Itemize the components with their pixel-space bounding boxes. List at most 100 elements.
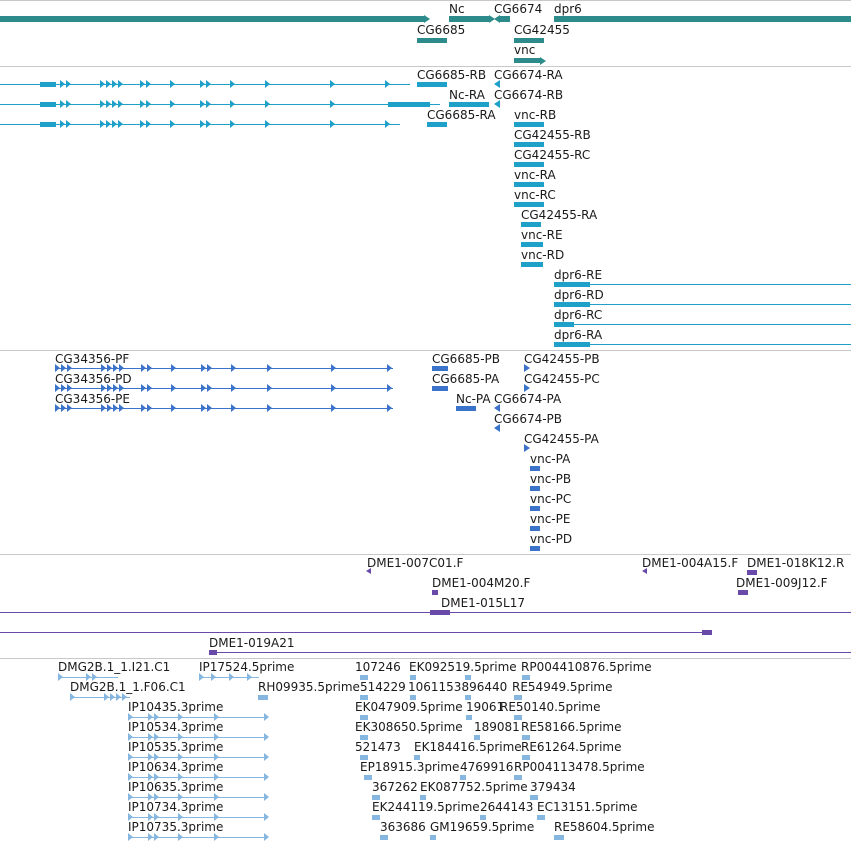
- exon-arrow-icons: [128, 733, 269, 741]
- transcript-feature[interactable]: [554, 302, 590, 307]
- transcript-line[interactable]: [590, 344, 851, 345]
- transcript-feature[interactable]: [521, 222, 541, 227]
- protein-line[interactable]: [55, 368, 393, 369]
- transcript-line[interactable]: [574, 324, 851, 325]
- strand-arrow-icon[interactable]: [642, 568, 647, 574]
- clone-label: DME1-004M20.F: [432, 576, 531, 590]
- strand-arrow-icon[interactable]: [494, 80, 500, 88]
- transcript-feature[interactable]: [514, 142, 544, 147]
- transcript-feature[interactable]: [427, 122, 447, 127]
- gene-feature-nc[interactable]: [449, 16, 489, 22]
- transcript-line[interactable]: [0, 84, 410, 85]
- gene-feature-cg6674[interactable]: [500, 16, 510, 22]
- protein-feature[interactable]: [530, 466, 540, 471]
- est-line[interactable]: [70, 697, 130, 698]
- est-feature[interactable]: [480, 815, 486, 820]
- transcript-feature[interactable]: [417, 82, 447, 87]
- est-line[interactable]: [128, 757, 268, 758]
- clone-line[interactable]: [0, 612, 851, 613]
- clone-feature[interactable]: [432, 590, 438, 595]
- gene-feature-vnc[interactable]: [514, 58, 540, 63]
- est-line[interactable]: [128, 777, 268, 778]
- est-feature[interactable]: [380, 835, 388, 840]
- est-line[interactable]: [128, 797, 268, 798]
- est-feature[interactable]: [537, 815, 545, 820]
- est-feature[interactable]: [522, 735, 530, 740]
- est-feature[interactable]: [522, 675, 530, 680]
- transcript-feature[interactable]: [514, 182, 544, 187]
- est-feature[interactable]: [410, 695, 416, 700]
- transcript-feature[interactable]: [554, 282, 590, 287]
- est-feature[interactable]: [474, 735, 480, 740]
- protein-feature[interactable]: [456, 406, 476, 411]
- protein-feature[interactable]: [530, 486, 540, 491]
- transcript-feature[interactable]: [521, 262, 543, 267]
- strand-arrow-icon[interactable]: [524, 444, 530, 452]
- protein-line[interactable]: [55, 388, 393, 389]
- transcript-feature[interactable]: [521, 242, 543, 247]
- est-feature[interactable]: [360, 735, 368, 740]
- clone-feature[interactable]: [209, 650, 217, 655]
- est-feature[interactable]: [414, 755, 420, 760]
- protein-line[interactable]: [55, 408, 393, 409]
- transcript-line[interactable]: [0, 104, 440, 105]
- est-feature[interactable]: [514, 695, 522, 700]
- est-feature[interactable]: [364, 775, 372, 780]
- est-feature[interactable]: [258, 695, 268, 700]
- est-line[interactable]: [128, 737, 268, 738]
- est-feature[interactable]: [554, 835, 564, 840]
- est-label: EK092519.5prime: [409, 660, 517, 674]
- est-feature[interactable]: [514, 775, 522, 780]
- est-feature[interactable]: [410, 675, 416, 680]
- clone-line[interactable]: [217, 652, 851, 653]
- strand-arrow-icon[interactable]: [524, 384, 530, 392]
- protein-feature[interactable]: [530, 526, 540, 531]
- est-feature[interactable]: [514, 715, 522, 720]
- protein-feature[interactable]: [432, 366, 448, 371]
- transcript-feature[interactable]: [514, 162, 544, 167]
- est-line[interactable]: [128, 717, 268, 718]
- transcript-feature[interactable]: [514, 202, 544, 207]
- est-feature[interactable]: [372, 795, 380, 800]
- est-feature[interactable]: [360, 755, 368, 760]
- gene-feature-bar[interactable]: [0, 16, 424, 22]
- protein-feature[interactable]: [530, 546, 540, 551]
- transcript-feature[interactable]: [514, 122, 544, 127]
- gene-feature-cg6685[interactable]: [417, 38, 447, 43]
- est-label: EK308650.5prime: [355, 720, 463, 734]
- est-feature[interactable]: [372, 815, 380, 820]
- gene-feature-cg42455[interactable]: [514, 38, 544, 43]
- est-line[interactable]: [128, 837, 268, 838]
- strand-arrow-icon[interactable]: [494, 424, 500, 432]
- est-feature[interactable]: [465, 675, 471, 680]
- est-feature[interactable]: [430, 835, 436, 840]
- transcript-line[interactable]: [590, 284, 851, 285]
- strand-arrow-icon[interactable]: [524, 364, 530, 372]
- est-feature[interactable]: [522, 755, 530, 760]
- est-feature[interactable]: [460, 775, 466, 780]
- transcript-feature[interactable]: [554, 322, 574, 327]
- clone-line[interactable]: [0, 632, 706, 633]
- strand-arrow-icon[interactable]: [494, 100, 500, 108]
- clone-feature[interactable]: [702, 630, 712, 635]
- est-feature[interactable]: [530, 795, 538, 800]
- est-feature[interactable]: [465, 695, 471, 700]
- gene-feature-dpr6[interactable]: [554, 16, 851, 22]
- est-feature[interactable]: [420, 795, 426, 800]
- clone-feature[interactable]: [747, 570, 757, 575]
- transcript-feature[interactable]: [449, 102, 489, 107]
- transcript-line[interactable]: [590, 304, 851, 305]
- est-feature[interactable]: [360, 715, 368, 720]
- est-feature[interactable]: [360, 675, 368, 680]
- track-separator: [0, 66, 851, 67]
- clone-feature[interactable]: [430, 610, 450, 615]
- protein-feature[interactable]: [530, 506, 540, 511]
- strand-arrow-icon[interactable]: [366, 568, 371, 574]
- strand-arrow-icon[interactable]: [494, 404, 500, 412]
- est-feature[interactable]: [466, 715, 472, 720]
- clone-feature[interactable]: [738, 590, 748, 595]
- protein-feature[interactable]: [432, 386, 448, 391]
- transcript-feature[interactable]: [554, 342, 590, 347]
- est-line[interactable]: [128, 817, 268, 818]
- est-feature[interactable]: [360, 695, 368, 700]
